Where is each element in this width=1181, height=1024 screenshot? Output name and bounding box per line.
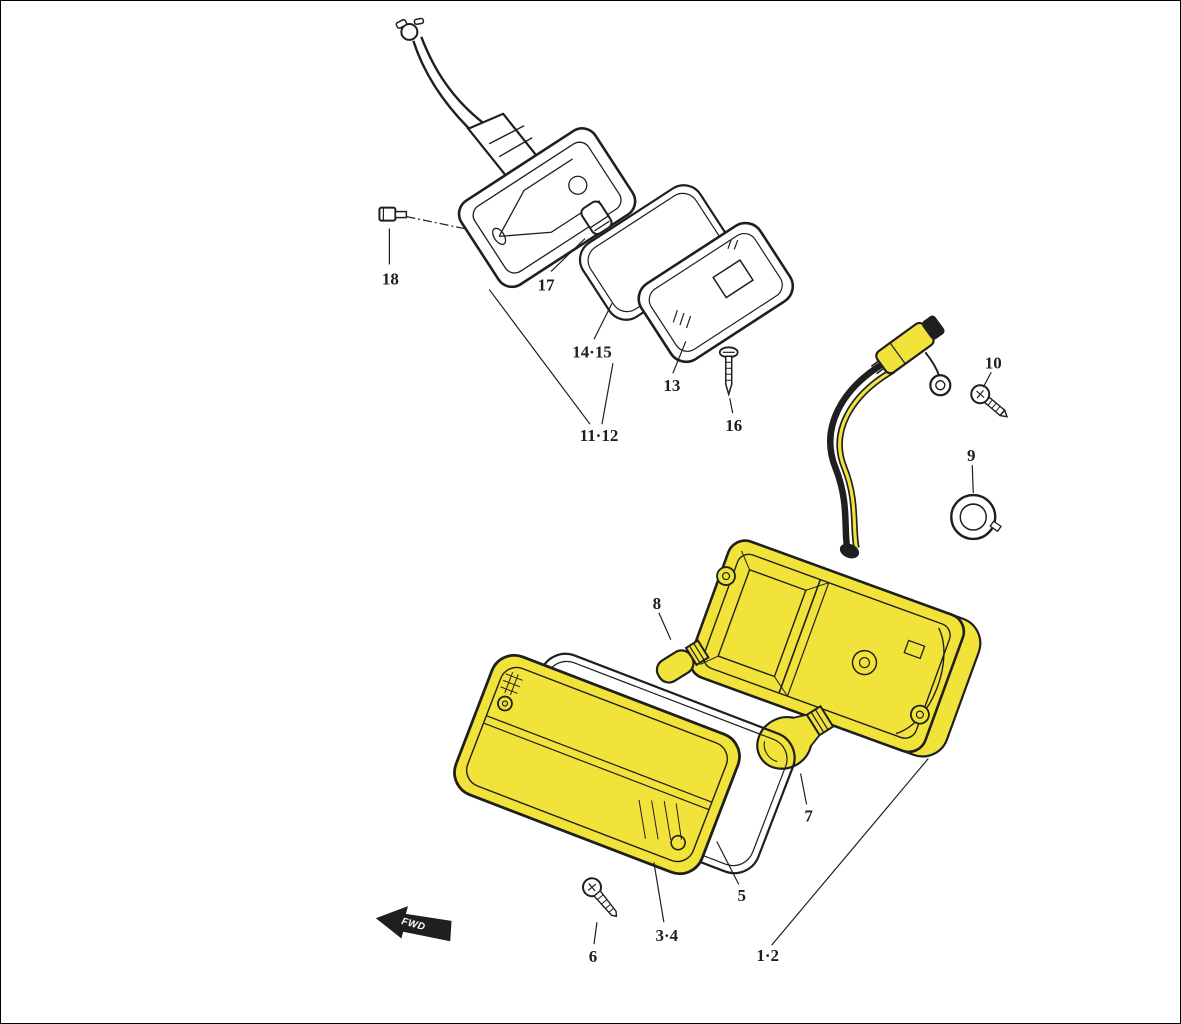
housing-body [688,539,982,758]
part-label-9: 9 [967,446,975,465]
screw-16 [718,346,739,397]
wire-entry-grommet [839,543,860,559]
part-label-3-4: 3·4 [656,926,679,945]
screw-6 [582,877,618,918]
part-label-14-15: 14·15 [572,342,612,361]
grommet-9 [950,493,1002,541]
part-label-7: 7 [804,806,813,825]
upper-lamp-housing [457,127,637,289]
part-label-5: 5 [737,886,745,905]
part-label-13: 13 [663,376,680,395]
upper-lamp-wire [395,17,485,134]
lens-3-4 [453,653,741,876]
leader-lines [388,228,992,946]
part-label-8: 8 [653,594,661,613]
part-label-11-12: 11·12 [580,426,619,445]
lens-13 [637,221,795,364]
part-label-18: 18 [382,269,399,288]
ring-terminal [924,351,952,397]
screw-10 [970,384,1009,418]
bolt-18 [378,206,408,222]
part-labels: 18 17 14·15 13 16 11·12 10 9 8 7 5 3·4 6… [382,269,1002,966]
part-label-6: 6 [589,947,597,966]
bulb-17 [580,200,613,235]
part-label-17: 17 [538,275,555,294]
part-label-16: 16 [725,416,742,435]
bulb-8 [655,639,710,684]
fwd-arrow: FWD [375,906,452,942]
part-label-10: 10 [985,353,1002,372]
harness-wire [827,359,896,551]
centerline-18 [406,215,465,230]
harness-connector [870,315,945,375]
part-label-1-2: 1·2 [756,946,779,965]
